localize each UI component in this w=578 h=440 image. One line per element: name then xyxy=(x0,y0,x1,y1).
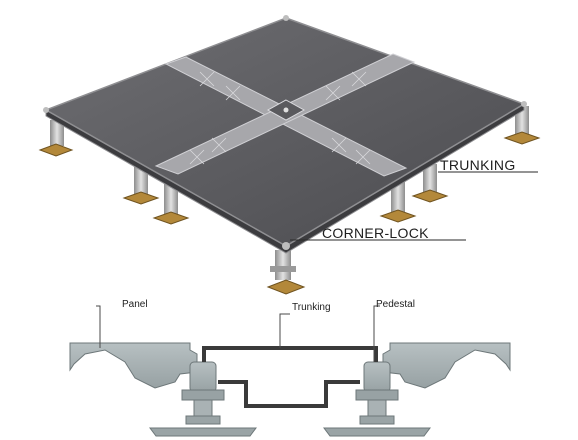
pedestal-label: Pedestal xyxy=(376,299,415,310)
section-trunking-channel xyxy=(202,346,378,408)
corner-lock-callout-label: CORNER-LOCK xyxy=(322,225,429,241)
pedestal-left-2 xyxy=(122,166,160,205)
section-panel-left xyxy=(69,342,198,389)
trunking-callout-label: TRUNKING xyxy=(440,157,516,173)
leader-lines xyxy=(96,305,380,362)
trunking-label: Trunking xyxy=(292,302,331,313)
pedestal-right-2 xyxy=(411,164,449,203)
raised-floor-3d xyxy=(38,15,541,295)
pedestal-front xyxy=(266,250,306,295)
section-panel-right xyxy=(382,342,511,389)
floor-top-surface xyxy=(44,17,526,247)
cross-section xyxy=(69,305,511,437)
section-pedestal-left xyxy=(149,361,257,437)
pedestal-left-1 xyxy=(38,120,74,157)
corner-lock-hub xyxy=(43,15,527,250)
pedestal-left-3 xyxy=(152,184,190,225)
panel-label: Panel xyxy=(122,299,148,310)
pedestal-right-3 xyxy=(379,182,417,223)
